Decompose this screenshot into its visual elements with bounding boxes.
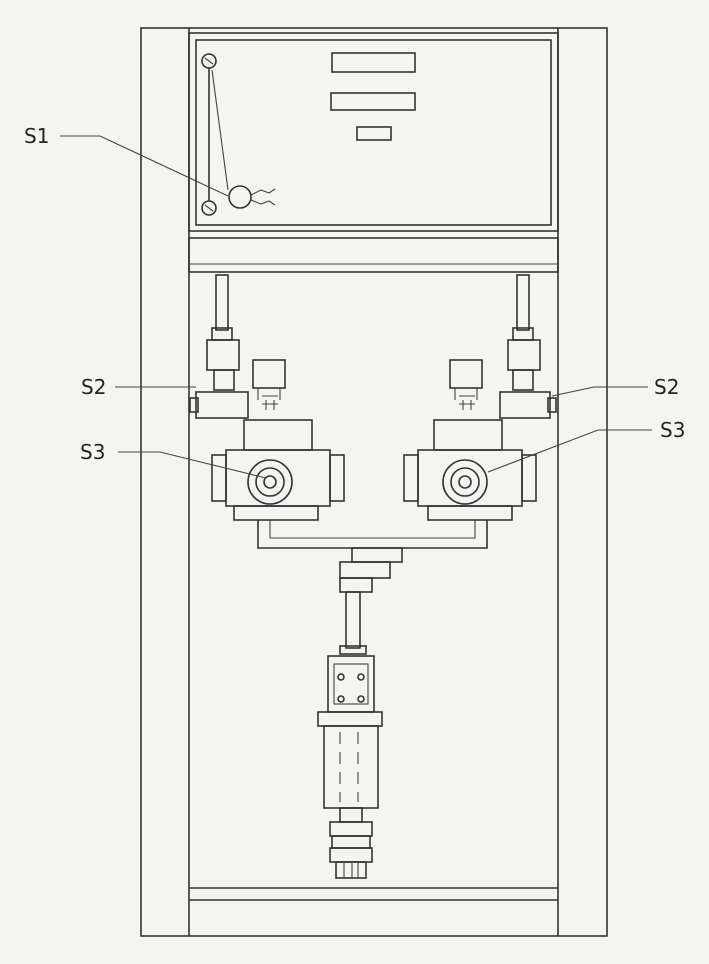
- leader-s3-left: [118, 451, 267, 479]
- label-s3-right: S3: [660, 418, 685, 442]
- coupling-block: [317, 655, 383, 727]
- cabinet-frame: [140, 27, 608, 937]
- leader-s3-right: [487, 429, 652, 473]
- switch-assembly: [201, 53, 276, 216]
- label-s2-right: S2: [654, 375, 679, 399]
- manifold-pipe: [257, 520, 488, 549]
- display-window-top: [331, 52, 416, 73]
- outlet-column: [339, 547, 403, 655]
- hose-nut: [329, 821, 373, 879]
- label-s1: S1: [24, 124, 49, 148]
- display-window-middle: [330, 92, 416, 111]
- right-pump-gear: [442, 459, 488, 505]
- leader-s1: [60, 135, 229, 197]
- label-s3-left: S3: [80, 440, 105, 464]
- right-valve-assembly: [403, 274, 557, 521]
- leader-s2-right: [551, 386, 648, 397]
- left-pump-gear: [247, 459, 293, 505]
- display-window-small: [356, 126, 392, 141]
- display-panel: [188, 32, 559, 273]
- filter-cylinder: [323, 725, 379, 823]
- label-s2-left: S2: [81, 375, 106, 399]
- left-valve-assembly: [189, 274, 345, 521]
